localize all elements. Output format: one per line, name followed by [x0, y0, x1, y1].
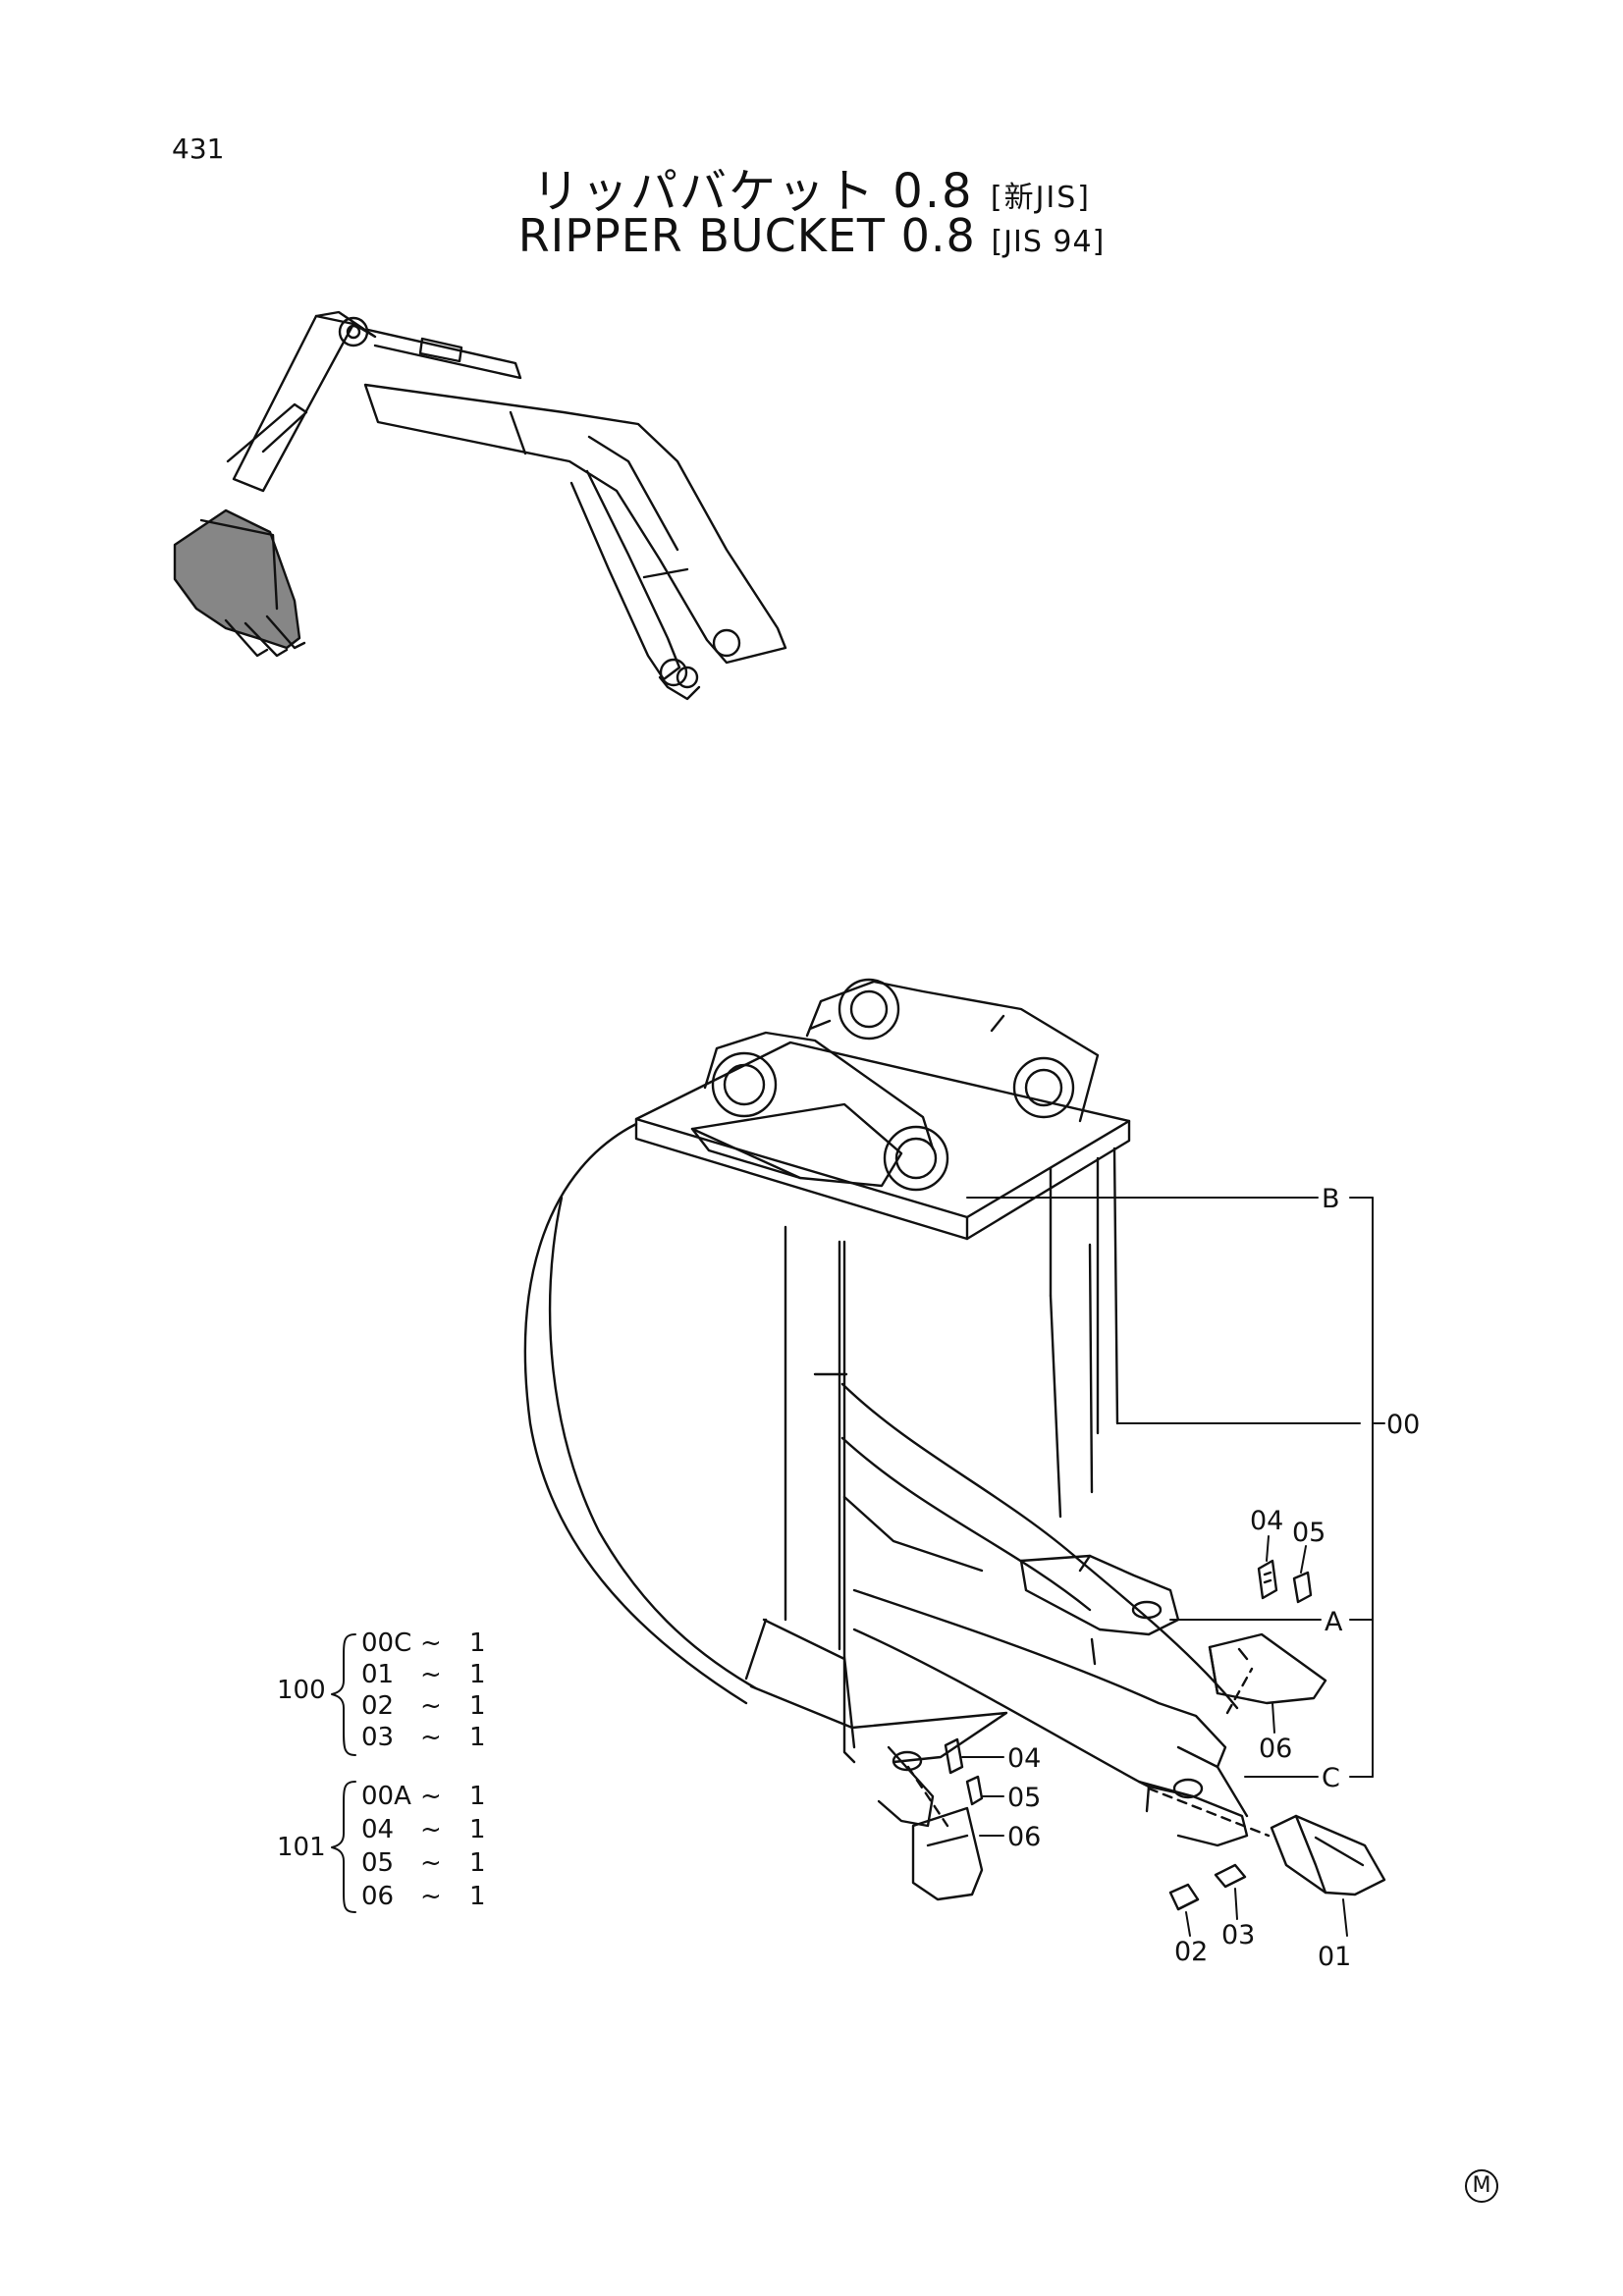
kit-101-part-1: 04 — [361, 1815, 394, 1844]
callout-03: 03 — [1221, 1920, 1255, 1950]
callout-01: 01 — [1318, 1942, 1351, 1972]
callout-00: 00 — [1386, 1410, 1420, 1440]
title-en-tag: [JIS 94] — [991, 225, 1106, 259]
kit-100-part-1: 01 — [361, 1660, 394, 1689]
ripper-bucket-body — [523, 978, 1249, 1847]
callout-06-left: 06 — [1007, 1822, 1041, 1852]
kit-100-qty-2: 1 — [469, 1691, 486, 1721]
kit-101-part-3: 06 — [361, 1882, 394, 1911]
kit-100-qty-1: 1 — [469, 1660, 486, 1689]
callout-c: C — [1322, 1763, 1340, 1793]
kit-100-label: 100 — [277, 1676, 326, 1705]
tooth-parts — [906, 1559, 1386, 1911]
title-english: RIPPER BUCKET 0.8 [JIS 94] — [0, 209, 1623, 262]
page-number: 431 — [172, 133, 225, 165]
kit-100-part-2: 02 — [361, 1691, 394, 1721]
kit-101-part-2: 05 — [361, 1848, 394, 1878]
kit-100-tilde-3: ~ — [420, 1723, 442, 1752]
callout-a: A — [1325, 1607, 1343, 1637]
title-jp-tag: [新JIS] — [990, 181, 1092, 215]
kit-100: 100 00C ~ 1 01 ~ 1 02 ~ 1 03 ~ 1 — [277, 1629, 486, 1756]
callout-b: B — [1322, 1184, 1340, 1214]
callout-06-right: 06 — [1259, 1734, 1292, 1764]
excavator-arm-illustration — [173, 310, 787, 701]
callout-04-left: 04 — [1007, 1743, 1041, 1774]
kit-100-tilde-1: ~ — [420, 1660, 442, 1689]
kit-101-tilde-1: ~ — [420, 1815, 442, 1844]
callout-02: 02 — [1174, 1937, 1208, 1967]
title-japanese: リッパバケット 0.8 [新JIS] — [0, 152, 1623, 221]
leader-lines — [961, 1197, 1385, 1937]
callout-05-top: 05 — [1292, 1518, 1325, 1548]
kit-100-part-0: 00C — [361, 1629, 411, 1658]
kit-101-label: 101 — [277, 1833, 326, 1862]
kit-100-tilde-0: ~ — [420, 1629, 442, 1658]
kit-100-qty-3: 1 — [469, 1723, 486, 1752]
kit-101-qty-2: 1 — [469, 1848, 486, 1878]
kit-101-tilde-0: ~ — [420, 1782, 442, 1811]
kit-101: 101 00A ~ 1 04 ~ 1 05 ~ 1 06 ~ 1 — [277, 1781, 486, 1913]
kit-100-part-3: 03 — [361, 1723, 394, 1752]
kit-101-qty-1: 1 — [469, 1815, 486, 1844]
title-jp-main: リッパバケット 0.8 — [531, 164, 974, 219]
kit-100-qty-0: 1 — [469, 1629, 486, 1658]
kit-100-tilde-2: ~ — [420, 1691, 442, 1721]
callout-05-left: 05 — [1007, 1783, 1041, 1813]
corner-mark: M — [1465, 2169, 1498, 2203]
kit-101-tilde-3: ~ — [420, 1882, 442, 1911]
kit-101-qty-3: 1 — [469, 1882, 486, 1911]
callout-04-top: 04 — [1250, 1506, 1283, 1536]
kit-101-qty-0: 1 — [469, 1782, 486, 1811]
kit-101-tilde-2: ~ — [420, 1848, 442, 1878]
title-en-main: RIPPER BUCKET 0.8 — [517, 209, 976, 262]
kit-101-part-0: 00A — [361, 1782, 411, 1811]
